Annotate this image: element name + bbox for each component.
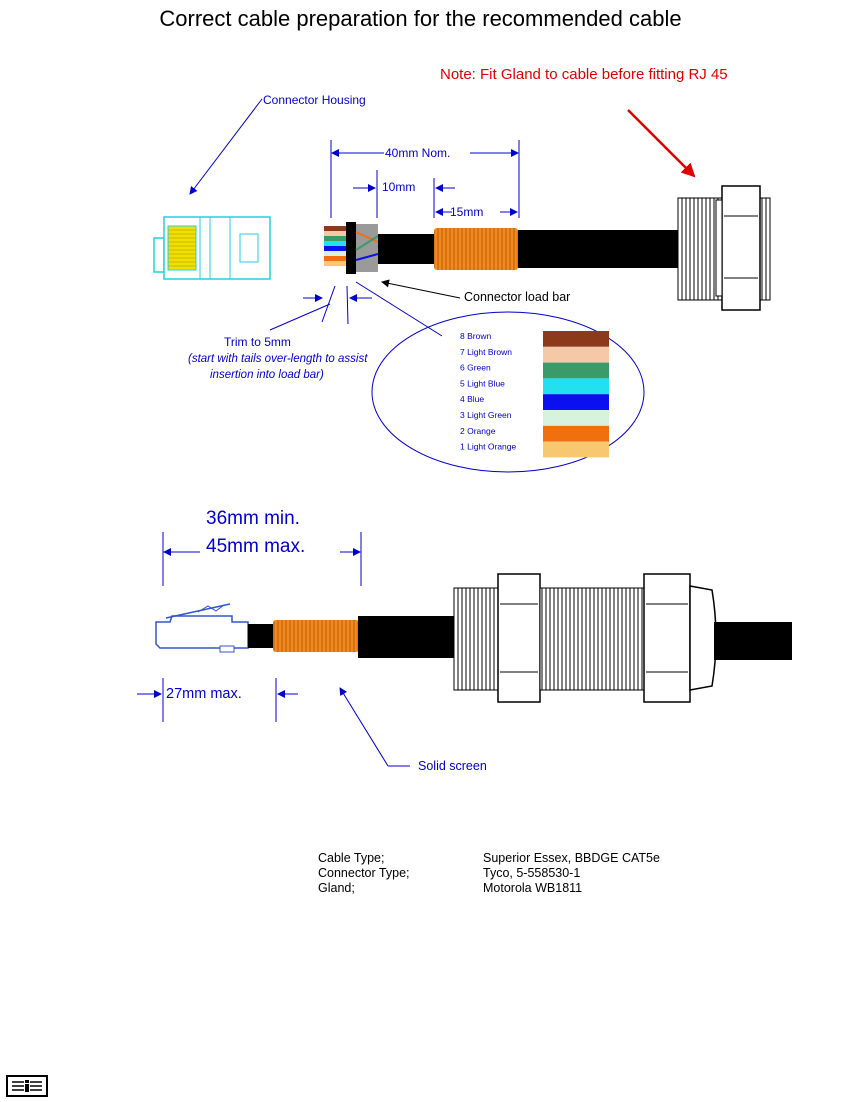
spec-label: Connector Type; bbox=[318, 866, 410, 880]
trim-note-1: (start with tails over-length to assist bbox=[188, 353, 368, 365]
spec-table: Cable Type; Superior Essex, BBDGE CAT5e … bbox=[318, 851, 660, 896]
gland-note: Note: Fit Gland to cable before fitting … bbox=[440, 66, 728, 83]
rj45-plug bbox=[155, 603, 249, 653]
cable-jacket bbox=[358, 616, 458, 658]
spec-row: Connector Type; Tyco, 5-558530-1 bbox=[318, 866, 660, 881]
cable-jacket-short bbox=[248, 624, 274, 648]
spec-label: Cable Type; bbox=[318, 851, 385, 865]
wire-colour-label: 8 Brown bbox=[460, 331, 491, 341]
wire-colour-swatch bbox=[543, 394, 609, 410]
trim-label: Trim to 5mm bbox=[224, 335, 291, 349]
wire-colour-label: 5 Light Blue bbox=[460, 378, 505, 388]
spec-value: Tyco, 5-558530-1 bbox=[483, 866, 581, 880]
trim-dimension bbox=[269, 285, 372, 331]
dimension-15mm: 15mm bbox=[435, 205, 518, 219]
spec-row: Gland; Motorola WB1811 bbox=[318, 881, 660, 896]
colour-code-legend: 8 Brown 7 Light Brown 6 Green 5 Light Blue 4… bbox=[460, 331, 609, 458]
load-bar-label: Connector load bar bbox=[464, 290, 570, 304]
wire-colour-label: 1 Light Orange bbox=[460, 442, 517, 452]
spec-label: Gland; bbox=[318, 881, 355, 895]
spec-value: Motorola WB1811 bbox=[483, 881, 583, 895]
cable-exit bbox=[714, 622, 792, 660]
prepared-cable bbox=[324, 222, 682, 274]
dim-45mm-max-label: 45mm max. bbox=[206, 536, 305, 557]
gland-top bbox=[677, 185, 771, 311]
connector-housing-leader bbox=[189, 98, 263, 195]
wire-colour-label: 2 Orange bbox=[460, 426, 496, 436]
dim-36mm-min-label: 36mm min. bbox=[206, 508, 300, 529]
info-icon bbox=[6, 1075, 48, 1097]
colour-code-ellipse bbox=[371, 311, 645, 473]
wire-colour-swatch bbox=[543, 362, 609, 379]
wire-colour-label: 7 Light Brown bbox=[460, 347, 512, 357]
wire-colour-swatch bbox=[543, 346, 609, 363]
dimension-10mm: 10mm bbox=[353, 170, 455, 218]
wire-colour-label: 4 Blue bbox=[460, 394, 484, 404]
dim-10mm-label: 10mm bbox=[382, 180, 415, 194]
note-arrow bbox=[627, 109, 696, 178]
spec-value: Superior Essex, BBDGE CAT5e bbox=[483, 851, 660, 865]
wire-colour-swatch bbox=[543, 410, 609, 426]
dim-40mm-label: 40mm Nom. bbox=[385, 146, 450, 160]
load-bar-arrow bbox=[381, 279, 461, 299]
spec-row: Cable Type; Superior Essex, BBDGE CAT5e bbox=[318, 851, 660, 866]
dimension-36-45mm bbox=[162, 532, 362, 586]
connector-housing-label: Connector Housing bbox=[263, 93, 366, 107]
wire-colour-swatch bbox=[543, 425, 609, 442]
gland-bottom bbox=[453, 573, 717, 703]
wire-colour-swatch bbox=[543, 441, 609, 458]
dim-15mm-label: 15mm bbox=[450, 205, 483, 219]
dimension-27mm: 27mm max. bbox=[137, 678, 298, 722]
solid-screen bbox=[273, 620, 359, 652]
wire-colour-label: 6 Green bbox=[460, 363, 491, 373]
solid-screen-leader bbox=[339, 687, 389, 767]
rj45-connector-housing bbox=[153, 216, 271, 280]
page-title: Correct cable preparation for the recomm… bbox=[159, 6, 682, 31]
load-bar bbox=[346, 222, 356, 274]
colour-code-leader bbox=[355, 281, 443, 337]
solid-screen-label: Solid screen bbox=[418, 759, 487, 773]
wire-colour-label: 3 Light Green bbox=[460, 410, 512, 420]
wire-colour-swatch bbox=[543, 331, 609, 347]
dimension-40mm: 40mm Nom. bbox=[330, 140, 520, 218]
trim-note-2: insertion into load bar) bbox=[210, 369, 324, 381]
wire-colour-swatch bbox=[543, 378, 609, 395]
dim-27mm-label: 27mm max. bbox=[166, 686, 242, 702]
